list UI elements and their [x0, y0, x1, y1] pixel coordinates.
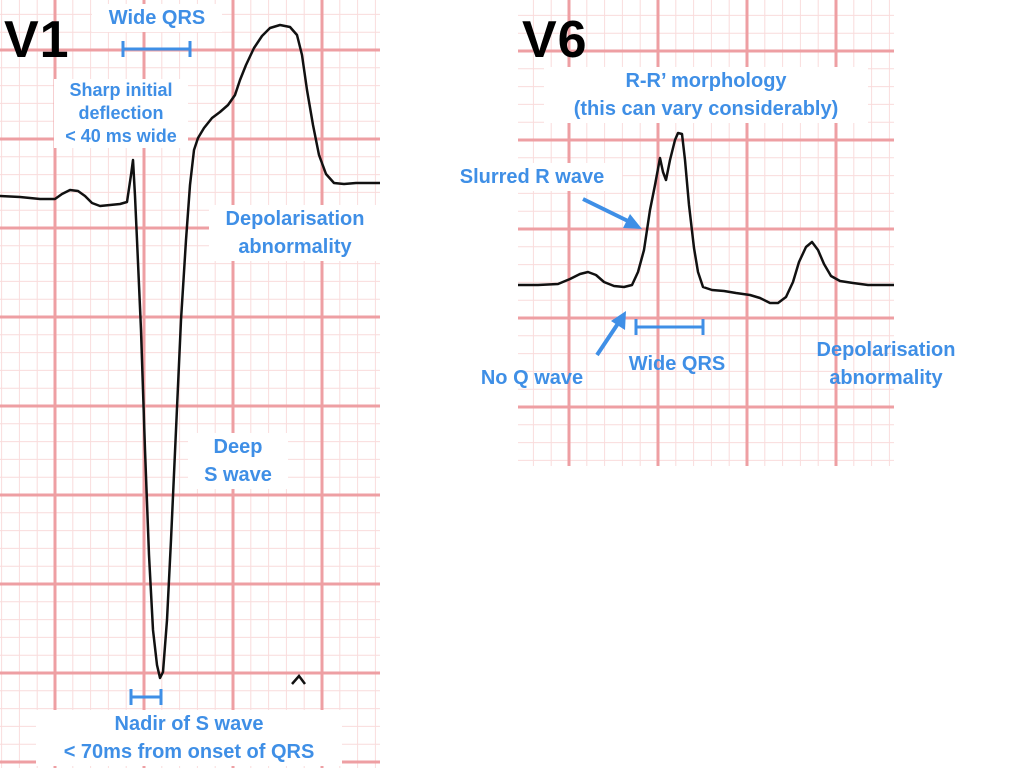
v6-ecg-trace — [518, 131, 894, 305]
v6-rr-morphology-label: R-R’ morphology (this can vary considera… — [544, 67, 868, 123]
v1-lead-title: V1 — [4, 11, 70, 69]
v6-rr-line-1: R-R’ morphology — [625, 70, 787, 92]
v1-depolarisation-label: Depolarisation abnormality — [209, 205, 380, 261]
v6-trace-layer — [518, 131, 894, 357]
v1-sharp-initial-label: Sharp initial deflection < 40 ms wide — [54, 79, 188, 148]
v1-panel: V1 Wide QRS Sharp initial deflection < 4… — [0, 0, 380, 768]
v6-slurred-r-arrow — [582, 197, 642, 229]
v1-sharp-initial-line-2: deflection — [78, 103, 164, 123]
v1-sharp-initial-line-3: < 40 ms wide — [65, 126, 177, 146]
v6-wide-qrs-bracket — [634, 319, 705, 335]
v6-wide-qrs-label: Wide QRS — [628, 353, 726, 375]
v6-depol-line-2: abnormality — [829, 367, 943, 389]
v6-panel: V6 R-R’ morphology (this can vary consid… — [518, 0, 894, 466]
v1-nadir-line-1: Nadir of S wave — [114, 713, 264, 735]
v6-no-q-arrow — [595, 311, 626, 357]
v6-depol-line-1: Depolarisation — [816, 339, 956, 361]
v1-nadir-bracket — [129, 689, 163, 705]
v1-nadir-label: Nadir of S wave < 70ms from onset of QRS — [36, 710, 342, 766]
v6-depolarisation-label: Depolarisation abnormality — [798, 336, 974, 392]
v6-lead-title: V6 — [522, 11, 588, 69]
v1-depol-line-1: Depolarisation — [225, 208, 365, 230]
v1-artifact-mark — [291, 674, 306, 685]
v1-deep-s-line-2: S wave — [204, 464, 272, 486]
v1-wide-qrs-bracket — [121, 41, 192, 57]
v1-ecg-trace — [0, 23, 380, 680]
v6-rr-line-2: (this can vary considerably) — [573, 98, 839, 120]
v6-no-q-label: No Q wave — [480, 367, 584, 389]
v1-trace-layer — [0, 23, 380, 705]
v6-slurred-r-label: Slurred R wave — [442, 163, 622, 191]
v1-deep-s-wave-label: Deep S wave — [188, 433, 288, 489]
v1-wide-qrs-label: Wide QRS — [92, 4, 222, 32]
v1-depol-line-2: abnormality — [238, 236, 352, 258]
v1-deep-s-line-1: Deep — [213, 436, 263, 458]
v1-sharp-initial-line-1: Sharp initial — [69, 80, 173, 100]
v1-nadir-line-2: < 70ms from onset of QRS — [63, 741, 315, 763]
